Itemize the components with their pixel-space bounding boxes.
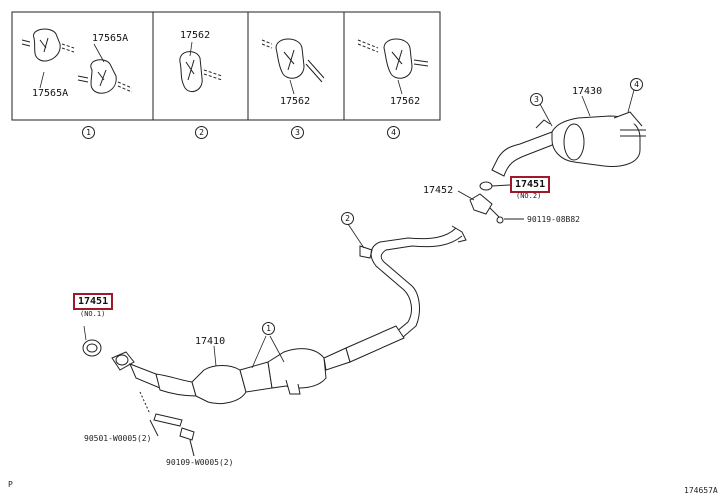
hanger-17565a-lower: [77, 59, 133, 94]
inset1-callout: 1: [82, 126, 95, 139]
tailpipe-assembly: [491, 111, 646, 177]
inset2-label: 17562: [180, 30, 211, 41]
gasket-rear-part-number[interactable]: 17451: [510, 176, 551, 193]
mid-leaders: [347, 223, 365, 249]
inset1-label-top: 17565A: [92, 33, 129, 44]
gasket-rear-note: (NO.2): [516, 192, 542, 200]
mid-callout-2: 2: [341, 212, 354, 225]
front-gasket: [82, 339, 102, 357]
tailpipe-leaders: [539, 89, 635, 127]
illustration-number: 174657A: [684, 486, 718, 495]
rear-bolt-part-number: 90119-08B82: [527, 215, 580, 224]
inset4-label: 17562: [390, 96, 421, 107]
inset2-callout: 2: [195, 126, 208, 139]
front-pipe-assembly: [111, 325, 405, 405]
inset4-callout: 4: [387, 126, 400, 139]
inset3-label: 17562: [280, 96, 311, 107]
inset-leaders: [39, 41, 403, 95]
front-bolt-part-number: 90109-W0005(2): [166, 458, 234, 467]
tailpipe-part-number: 17430: [572, 86, 603, 97]
gasket-front-note: (NO.1): [80, 310, 106, 318]
inset1-label-bottom: 17565A: [32, 88, 69, 99]
inset-frame: [11, 11, 441, 121]
front-callout-1: 1: [262, 322, 275, 335]
hanger-17565a-upper: [21, 28, 75, 62]
support-bracket-part-number: 17452: [423, 185, 454, 196]
inset3-callout: 3: [291, 126, 304, 139]
front-pipe-part-number: 17410: [195, 336, 226, 347]
front-leaders: [83, 325, 285, 369]
stud-part-number: 90501-W0005(2): [84, 434, 152, 443]
hanger-17562-inset2: [179, 51, 223, 93]
gasket-front-part-number[interactable]: 17451: [73, 293, 114, 310]
hanger-17562-inset4: [357, 38, 429, 79]
footer-left-mark: P: [8, 480, 13, 489]
hanger-17562-inset3: [261, 38, 325, 83]
rear-callout-4: 4: [630, 78, 643, 91]
studs-bolts: [139, 391, 195, 457]
center-pipe: [359, 225, 467, 339]
rear-joint-parts: [457, 181, 524, 224]
rear-callout-3: 3: [530, 93, 543, 106]
